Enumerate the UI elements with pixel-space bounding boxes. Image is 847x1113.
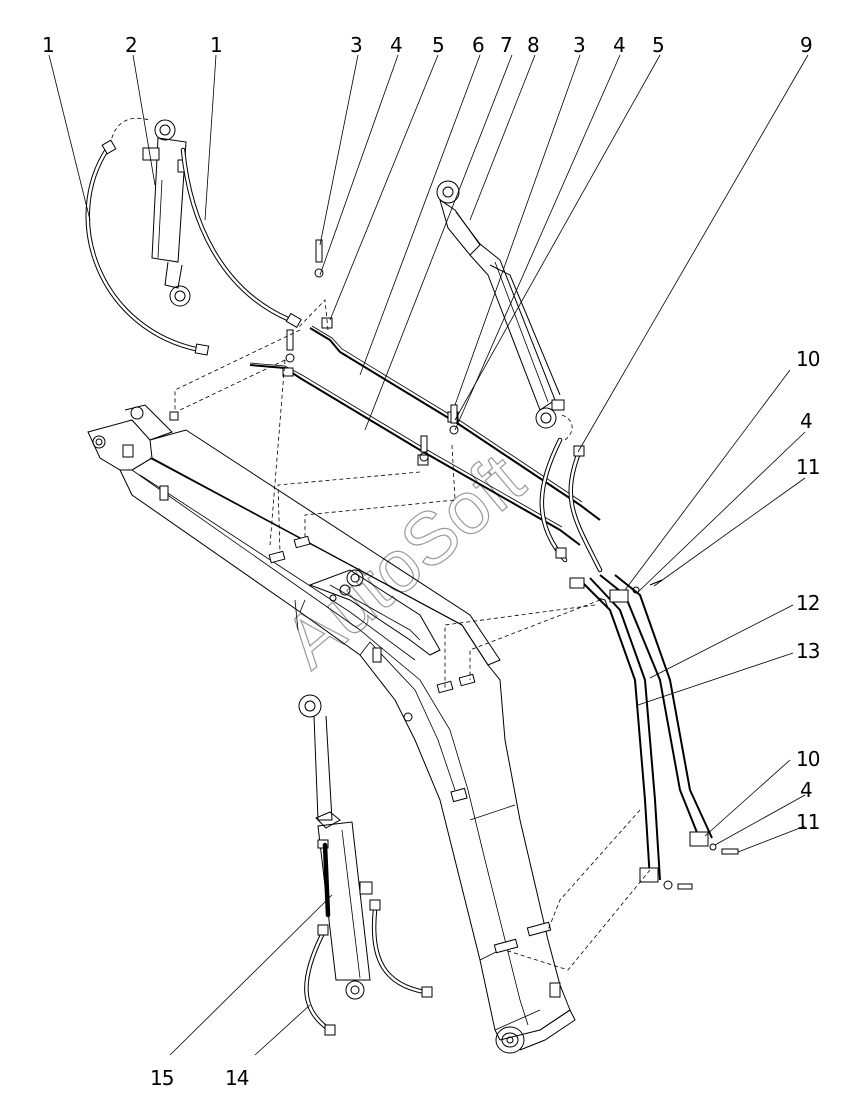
callout-8: 8 [527,33,539,57]
callout-13: 13 [796,639,820,663]
assembly-lines [174,299,651,971]
callout-1b: 1 [210,33,222,57]
lower-cylinder [298,694,373,1000]
boom [87,404,576,1054]
hose-14 [304,842,433,1036]
callout-1a: 1 [42,33,54,57]
callout-2: 2 [125,33,137,57]
callout-3b: 3 [573,33,585,57]
callout-11a: 11 [796,455,819,479]
callout-9: 9 [800,33,812,57]
callout-11b: 11 [796,810,819,834]
callout-7: 7 [500,33,512,57]
callout-4a: 4 [390,33,402,57]
callout-10b: 10 [796,747,820,771]
upper-cylinder [436,180,565,429]
leader-lines [48,54,809,1056]
hose-lines [569,574,739,890]
small-cylinder [109,117,191,307]
callout-4b: 4 [613,33,625,57]
callout-4d: 4 [800,778,812,802]
hose-1 [85,139,302,356]
callout-labels: 1 2 1 3 4 5 6 7 8 3 4 5 9 10 4 11 12 13 … [42,33,821,1090]
callout-4c: 4 [800,409,812,433]
callout-5a: 5 [432,33,444,57]
callout-14: 14 [225,1066,249,1090]
hose-9 [539,414,603,573]
callout-12: 12 [796,591,819,615]
callout-15: 15 [150,1066,173,1090]
callout-5b: 5 [652,33,664,57]
watermark: AutoSoft [268,437,539,683]
callout-10a: 10 [796,347,820,371]
callout-6: 6 [472,33,484,57]
callout-3a: 3 [350,33,362,57]
